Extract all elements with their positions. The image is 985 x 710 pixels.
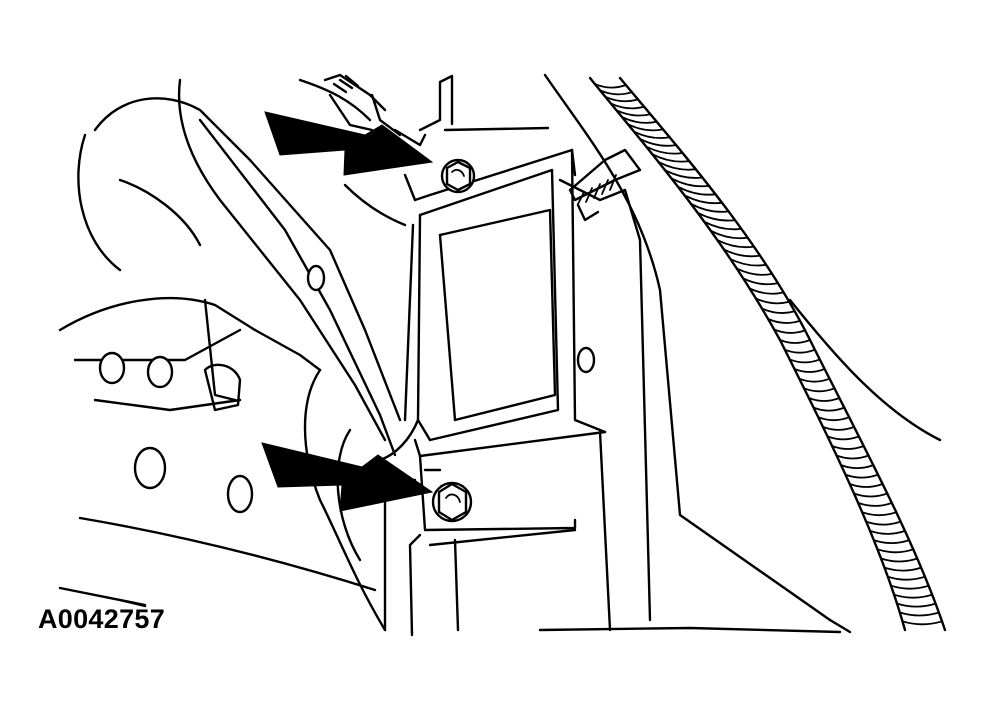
loom-rib [817,416,851,422]
loom-rib [793,368,826,373]
connector-fitting [323,73,550,147]
loom-rib [783,348,816,354]
panel-hole-3 [133,446,167,490]
module-bracket [378,148,612,637]
loom-rib [599,89,633,96]
loom-rib [615,109,652,117]
loom-rib [703,220,743,231]
lower-bolt-arrow [261,442,434,512]
wiring-loom [588,76,947,632]
loom-rib [696,211,736,222]
loom-rib [893,593,934,599]
loom-rib [865,520,902,526]
loom-rib [835,454,870,460]
loom-rib [651,153,691,163]
loom-rib [677,185,717,196]
loom-rib [664,169,704,179]
loom-rib [645,145,684,155]
loom-rib [901,620,943,626]
loom-rib [826,435,860,441]
loom-rib [890,584,930,590]
loom-rib [604,95,639,103]
loom-rib [773,328,806,334]
loom-rib [822,426,855,431]
lower-bolt [431,481,473,523]
loom-rib [609,102,645,110]
loom-rib [869,530,906,535]
loom-rib [861,511,898,517]
panel-hole-1 [98,351,126,385]
loom-rib [887,575,926,581]
loom-rib [761,307,796,314]
loom-rib [876,548,915,554]
loom-rib [639,138,677,147]
loom-rib [880,557,919,563]
panel-hole-4 [226,474,254,514]
loom-rib [748,287,785,295]
loom-rib [853,492,889,498]
panel-hole-5 [306,264,326,292]
loom-rib [899,611,940,617]
upper-bolt [440,158,476,194]
loom-rib [657,161,697,171]
loom-rib [779,339,811,344]
figure-id-label: A0042757 [38,604,166,634]
loom-rib [632,130,671,139]
upper-bolt-arrow [264,111,434,176]
panel-hole-6 [576,346,596,374]
loom-rib [883,566,923,572]
loom-rib [742,277,779,286]
loom-rib [621,116,658,124]
loom-rib [872,539,911,544]
loom-rib [594,83,627,89]
loom-rib [670,177,710,188]
loom-rib [627,123,664,132]
loom-rib [844,473,879,479]
loom-rib [736,267,773,276]
loom-rib [831,445,865,450]
loom-rib [755,297,791,305]
loom-rib [683,194,723,205]
loom-rib [803,387,836,393]
panel-holes [98,264,596,514]
loom-rib [848,483,884,488]
threaded-stud [568,148,642,222]
loom-rib [896,602,937,608]
loom-rib [709,229,749,240]
loom-rib [729,258,768,267]
loom-rib [716,239,755,249]
loom-rib [798,377,831,383]
loom-rib [767,318,801,324]
loom-rib [690,203,730,213]
loom-rib [788,358,821,364]
loom-rib [808,397,841,402]
loom-rib [857,502,893,507]
loom-rib [840,464,875,469]
body-panel [58,78,407,632]
loom-rib [723,248,761,258]
panel-hole-2 [146,355,174,389]
right-panel [538,73,942,634]
loom-rib [812,406,846,412]
